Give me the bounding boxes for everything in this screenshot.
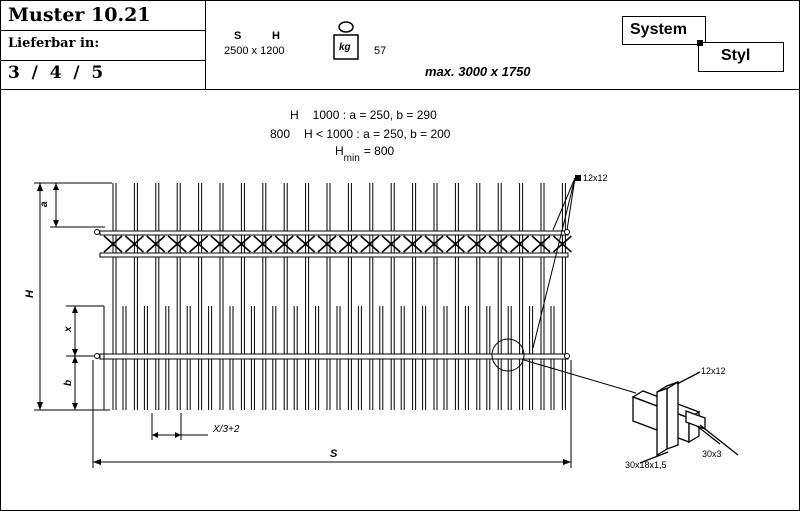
max-size: max. 3000 x 1750 (425, 64, 531, 79)
dimension-lines (34, 182, 572, 468)
availability-label: Lieferbar in: (8, 36, 100, 51)
system-label: System (630, 21, 687, 38)
formula-line-3: Hmin= 800 (335, 144, 395, 164)
dimension-arrows (37, 183, 571, 465)
gap-label: X/3+2 (212, 424, 240, 435)
detail-bar-label: 12x12 (701, 366, 726, 376)
bar-section-marker (575, 175, 581, 181)
system-connector (697, 40, 703, 46)
formula-3-rest: = 800 (363, 144, 395, 158)
availability-values: 3 / 4 / 5 (8, 63, 104, 83)
ornament-stroke (467, 235, 487, 253)
ornament-stroke (103, 235, 123, 253)
detail-rail-label: 30x18x1,5 (625, 460, 667, 470)
styl-box: Styl (698, 42, 784, 72)
formula-3-sub: min (343, 153, 360, 164)
weight-icon: kg (331, 18, 361, 62)
ornament-stroke (146, 235, 166, 253)
pattern-title: Muster 10.21 (8, 4, 151, 26)
ornament-stroke (189, 235, 209, 253)
ornament-stroke (231, 235, 251, 253)
ornament-stroke (338, 235, 358, 253)
ornament-stroke (424, 235, 444, 253)
joint-detail (631, 371, 739, 464)
ornament-stroke (253, 235, 273, 253)
header-divider (0, 89, 799, 90)
detail-bracket-label: 30x3 (702, 449, 722, 459)
formula-1-rest: 1000 : a = 250, b = 290 (312, 108, 437, 122)
ornament-stroke (403, 235, 423, 253)
ornament-stroke (531, 235, 551, 253)
standard-dimensions: 2500 x 1200 (224, 45, 285, 57)
ornament-stroke (167, 235, 187, 253)
ornament-stroke (552, 235, 572, 253)
formula-line-2: 800 H < 1000 : a = 250, b = 200 (270, 127, 450, 141)
dim-a-label: a (39, 201, 50, 207)
header-column-divider (205, 0, 206, 89)
bar-section-label: 12x12 (583, 173, 608, 183)
lower-rail (94, 353, 570, 360)
ornament-stroke (296, 235, 316, 253)
ornament-stroke (124, 235, 144, 253)
dim-x-label: x (63, 326, 74, 333)
formula-3-h: H (335, 144, 344, 158)
ornament-stroke (381, 235, 401, 253)
availability-divider (0, 60, 205, 61)
ornament-stroke (445, 235, 465, 253)
dim-s-label: S (330, 448, 338, 460)
system-box: System (622, 16, 706, 45)
ornament-stroke (360, 235, 380, 253)
formula-line-1: H 1000 : a = 250, b = 290 (290, 108, 437, 122)
upper-rail (94, 229, 570, 258)
formula-2-prefix: 800 (270, 127, 291, 141)
ornament-stroke (488, 235, 508, 253)
detail-leaders (491, 177, 637, 394)
formula-1-h: H (290, 108, 299, 122)
dim-label-s: S (234, 30, 242, 42)
ornament-stroke (510, 235, 530, 253)
ornament-stroke (317, 235, 337, 253)
dim-b-label: b (63, 380, 74, 386)
dim-h-label: H (24, 289, 36, 298)
tall-bars (112, 183, 566, 410)
ornament-stroke (210, 235, 230, 253)
title-divider (0, 30, 205, 31)
styl-label: Styl (721, 47, 751, 64)
ornament-stroke (274, 235, 294, 253)
dim-label-h: H (272, 30, 280, 42)
weight-value: 57 (374, 45, 387, 57)
ornament-row (103, 235, 572, 253)
weight-icon-label: kg (339, 42, 351, 53)
formula-2-rest: H < 1000 : a = 250, b = 200 (304, 127, 451, 141)
